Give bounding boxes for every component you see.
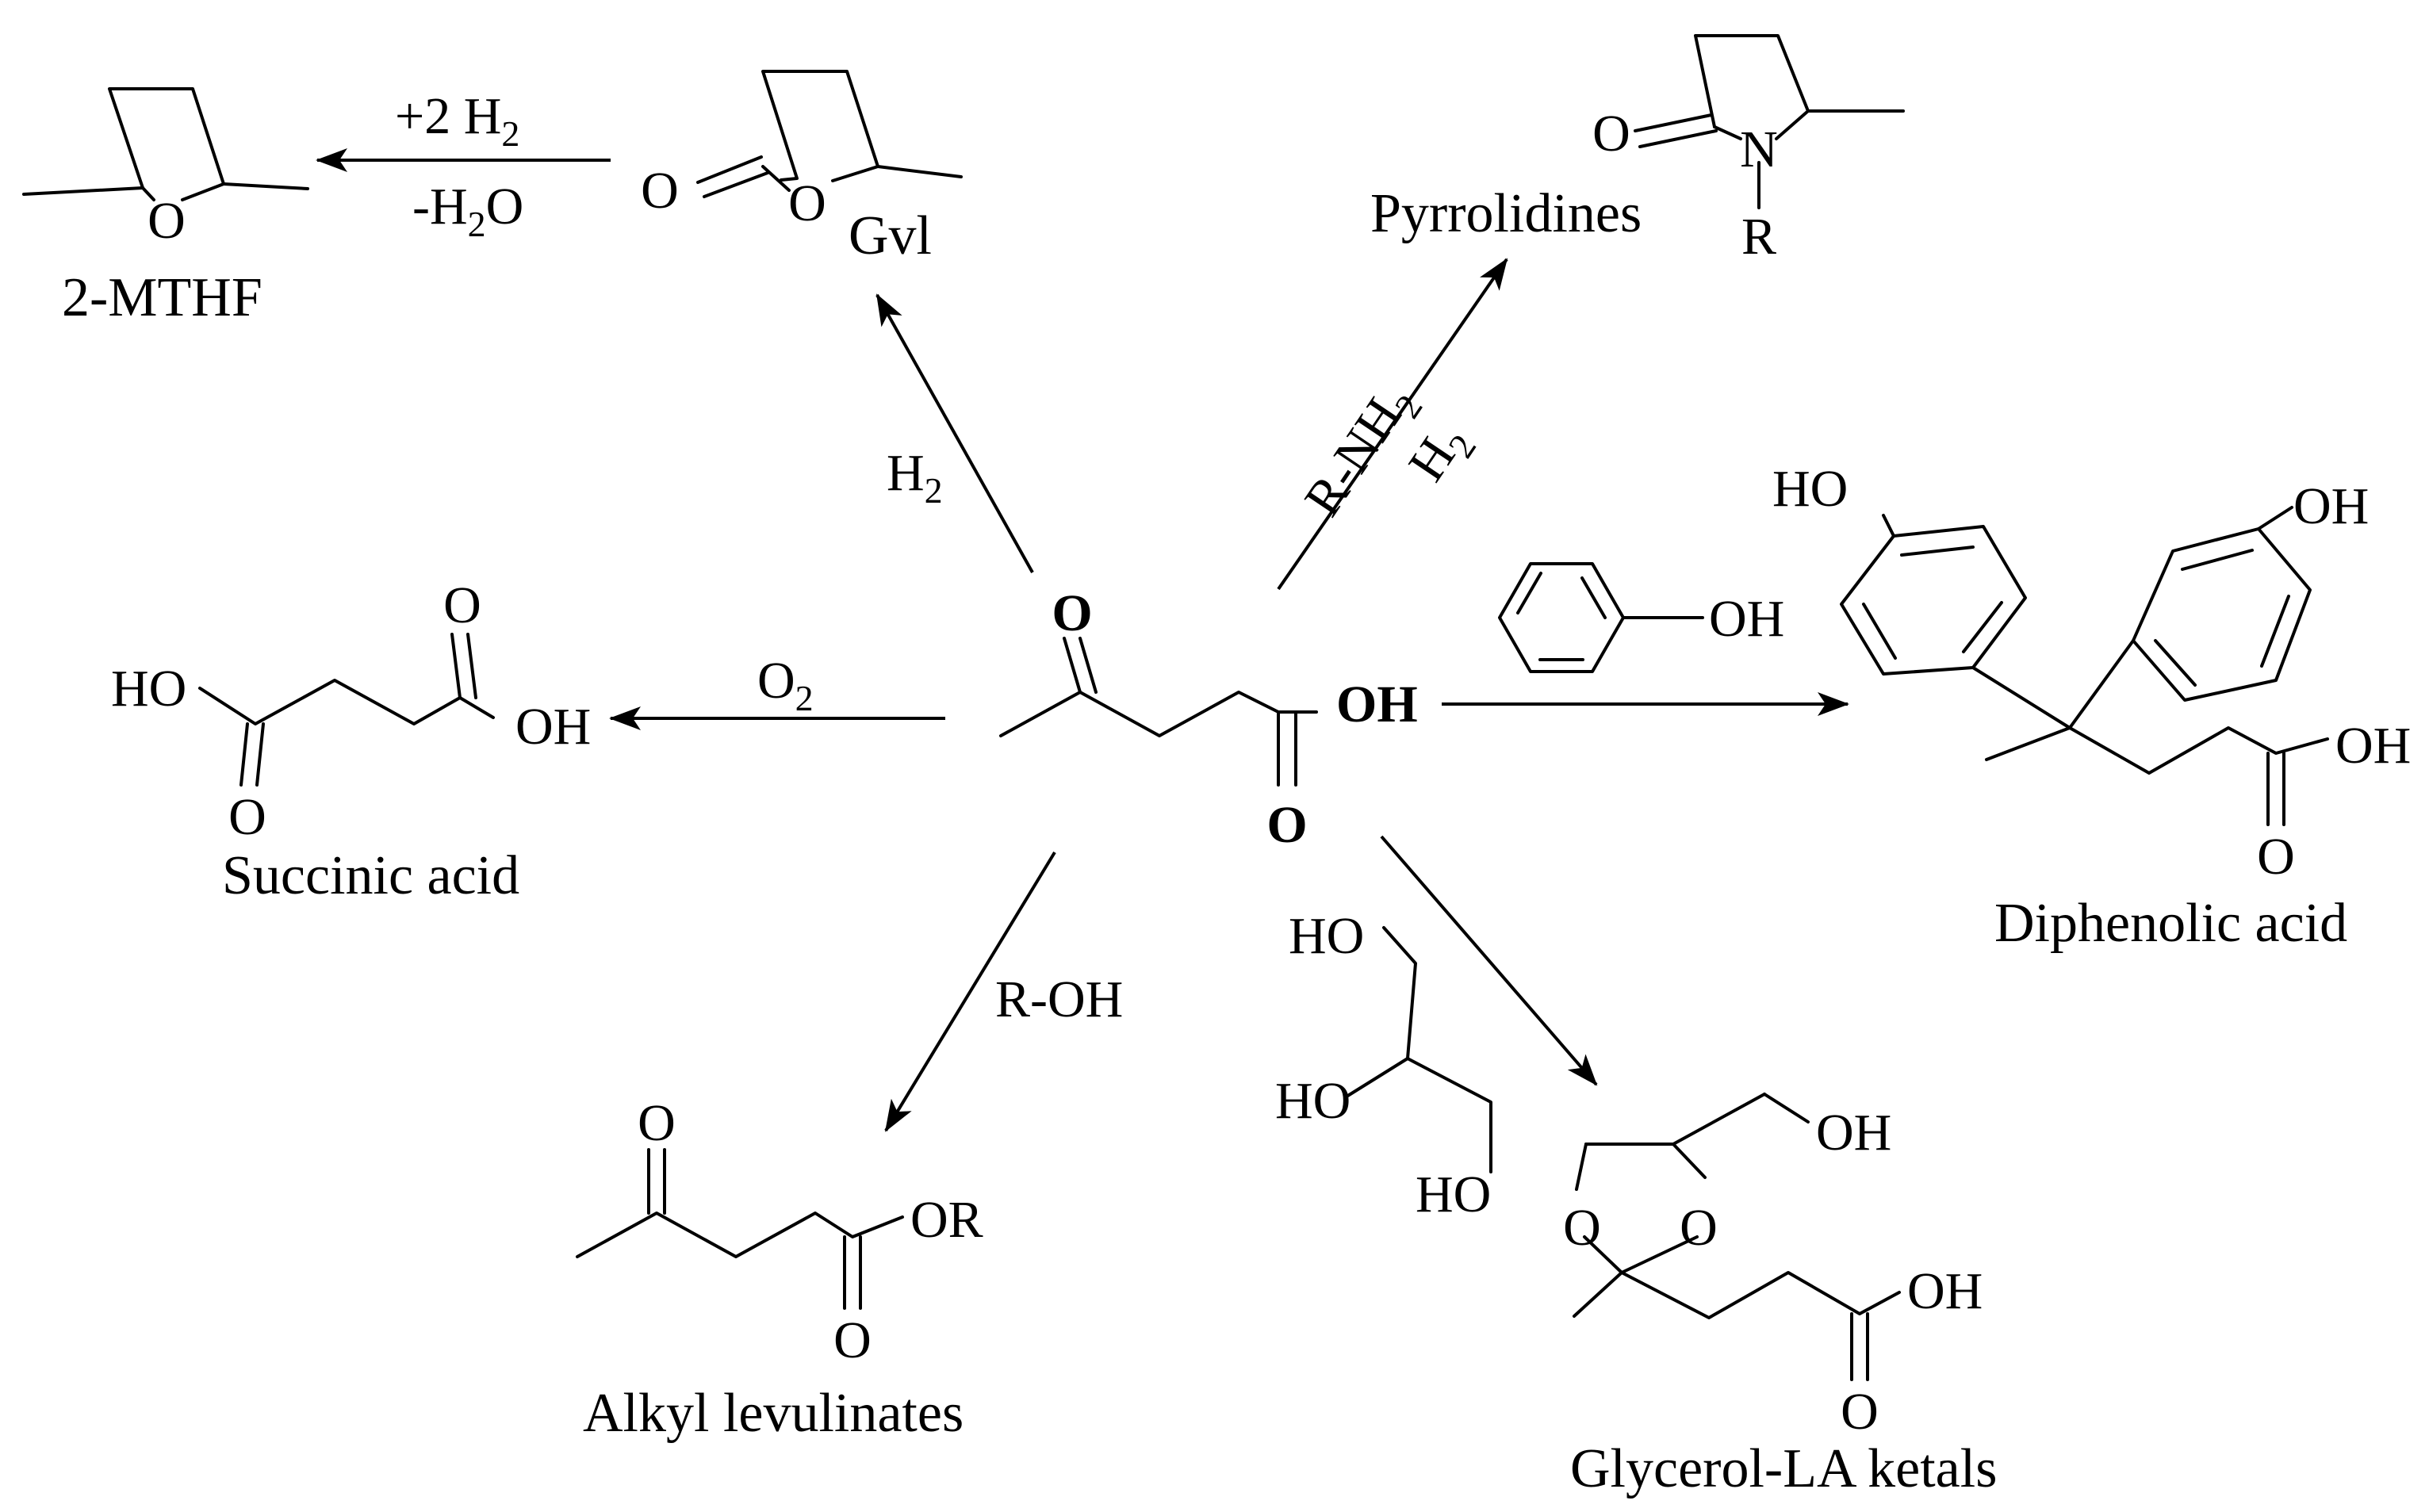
gvl-structure: O O Gvl	[641, 70, 963, 266]
succinic-acid-structure: HO OH O O Succinic acid	[111, 576, 591, 906]
ketal-ring-o1: O	[1563, 1199, 1601, 1257]
diphenolic-acid-o: O	[2257, 828, 2295, 886]
arrow-to-pyrrolidines	[1277, 258, 1508, 591]
arrow-to-alkyl	[884, 851, 1056, 1132]
ketal-ring-o2: O	[1680, 1199, 1718, 1257]
ketal-acid-o: O	[1841, 1383, 1879, 1441]
mthf-structure: O 2-MTHF	[22, 87, 309, 328]
gvl-name: Gvl	[849, 205, 932, 266]
phenol-reagent: OH	[1498, 562, 1784, 673]
alkyl-ketone-o: O	[638, 1094, 676, 1152]
succinic-name: Succinic acid	[222, 845, 519, 906]
succinic-ho: HO	[111, 660, 186, 718]
reagent-minus-h2o: -H2O	[412, 178, 523, 244]
pyrrolidine-r: R	[1741, 208, 1776, 266]
mthf-ring-o: O	[148, 192, 186, 250]
gvl-ring-o: O	[788, 174, 826, 232]
alkyl-name: Alkyl levulinates	[583, 1383, 964, 1444]
pyrrolidine-n: N	[1740, 121, 1778, 178]
glycerol-ho3: HO	[1416, 1166, 1491, 1223]
succinic-oh: OH	[515, 698, 591, 756]
ketal-oh: OH	[1816, 1104, 1891, 1162]
arrow-to-ketal	[1380, 835, 1598, 1086]
pyrrolidine-carbonyl-o: O	[1592, 105, 1630, 163]
diphenolic-acid-oh: OH	[2335, 717, 2411, 775]
diphenolic-oh-right: OH	[2293, 477, 2369, 535]
ketal-name: Glycerol-LA ketals	[1570, 1438, 1997, 1499]
alkyl-levulinate-structure: O OR O Alkyl levulinates	[576, 1094, 983, 1444]
reagent-h2-amine: H2	[1397, 412, 1484, 496]
reagent-o2: O2	[757, 652, 814, 718]
ketal-acid-oh: OH	[1907, 1262, 1983, 1320]
succinic-o-bottom: O	[228, 788, 266, 846]
reagent-roh: R-OH	[995, 970, 1123, 1028]
la-acid-o: O	[1266, 796, 1307, 854]
ketal-structure: OH O O OH O Glycerol-LA ketals	[1563, 1093, 1997, 1499]
la-ketone-o: O	[1052, 584, 1092, 642]
pyrrolidine-structure: O N R Pyrrolidines	[1370, 34, 1905, 266]
pyrrolidine-name: Pyrrolidines	[1370, 183, 1642, 244]
glycerol-reagent: HO HO HO	[1275, 907, 1492, 1223]
succinic-o-top: O	[443, 576, 481, 634]
arrow-to-gvl	[875, 293, 1034, 573]
phenol-oh: OH	[1709, 590, 1784, 648]
reagent-2h2: +2 H2	[395, 87, 519, 154]
alkyl-ester-o: O	[833, 1311, 872, 1369]
diphenolic-oh-left: HO	[1772, 460, 1848, 518]
glycerol-ho2: HO	[1275, 1072, 1351, 1130]
reagent-h2-gvl: H2	[887, 444, 943, 511]
gvl-carbonyl-o: O	[641, 162, 679, 220]
levulinic-acid: O OH O	[999, 584, 1418, 854]
diphenolic-name: Diphenolic acid	[1994, 893, 2347, 954]
mthf-name: 2-MTHF	[62, 267, 262, 328]
la-acid-oh: OH	[1336, 676, 1418, 733]
alkyl-ester-or: OR	[910, 1191, 983, 1249]
diphenolic-acid-structure: HO OH OH O Diphenolic acid	[1772, 460, 2411, 954]
glycerol-ho1: HO	[1289, 907, 1364, 965]
